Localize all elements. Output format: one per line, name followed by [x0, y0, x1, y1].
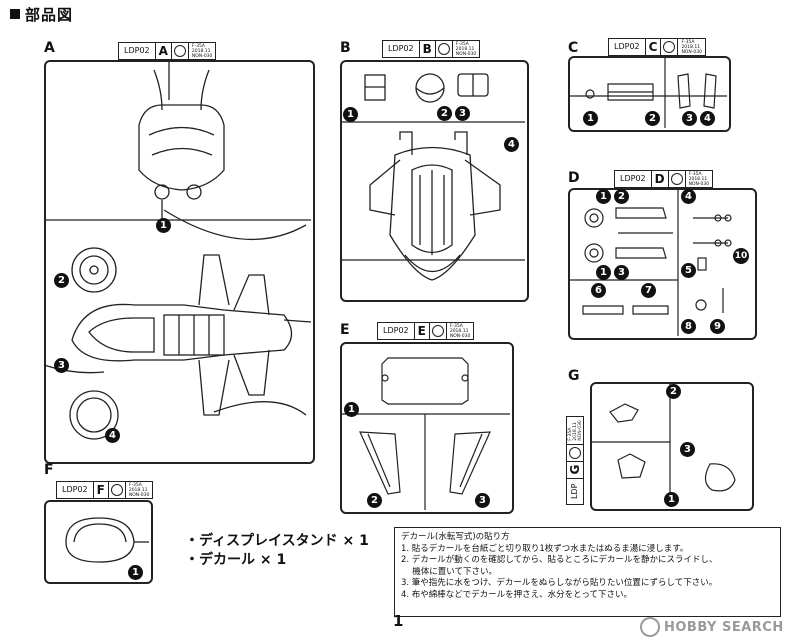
runner-f-drawing — [65, 517, 149, 563]
part-d-4: 4 — [681, 189, 696, 204]
part-d-9: 9 — [710, 319, 725, 334]
part-e-3: 3 — [475, 493, 490, 508]
part-d-1b: 1 — [596, 265, 611, 280]
maker-logo-icon — [567, 443, 583, 461]
maker-logo-icon — [172, 43, 189, 59]
decal-step: 3. 筆や指先に水をつけ、デカールをぬらしながら貼りたい位置にずらして下さい。 — [401, 578, 718, 588]
included-items: ・ディスプレイスタンド × 1 ・デカール × 1 — [185, 532, 369, 570]
runner-c-drawing — [568, 56, 727, 128]
part-f-1: 1 — [128, 565, 143, 580]
runner-b-drawing — [340, 73, 525, 281]
part-b-3: 3 — [455, 106, 470, 121]
decal-step: 機体に置いて下さい。 — [401, 566, 497, 577]
item-decal: ・デカール × 1 — [185, 552, 287, 568]
runner-d-drawing — [568, 188, 732, 336]
page-title: 部品図 — [10, 4, 73, 25]
part-c-4: 4 — [700, 111, 715, 126]
part-g-3: 3 — [680, 442, 695, 457]
part-c-2: 2 — [645, 111, 660, 126]
part-a-1: 1 — [156, 218, 171, 233]
part-g-1: 1 — [664, 492, 679, 507]
decal-instructions-title: デカール(水転写式)の貼り方 — [401, 532, 510, 542]
decal-instructions: デカール(水転写式)の貼り方 1. 貼るデカールを台紙ごと切り取り1枚ずつ水また… — [394, 527, 781, 617]
runner-g-label: G — [568, 368, 580, 384]
maker-logo-icon — [109, 482, 126, 498]
runner-g-drawing — [590, 382, 736, 507]
part-d-6: 6 — [591, 283, 606, 298]
part-a-4: 4 — [105, 428, 120, 443]
part-d-5: 5 — [681, 263, 696, 278]
maker-logo-icon — [661, 39, 679, 55]
part-b-4: 4 — [504, 137, 519, 152]
item-display-stand: ・ディスプレイスタンド × 1 — [185, 533, 369, 549]
runner-a-label: A — [44, 40, 55, 56]
part-d-8: 8 — [681, 319, 696, 334]
part-d-1: 1 — [596, 189, 611, 204]
decal-step: 1. 貼るデカールを台紙ごと切り取り1枚ずつ水またはぬるま湯に浸します。 — [401, 543, 689, 554]
part-d-3: 3 — [614, 265, 629, 280]
part-e-1: 1 — [344, 402, 359, 417]
part-d-10: 10 — [733, 248, 749, 264]
maker-logo-icon — [430, 323, 447, 339]
watermark: HOBBY SEARCH — [640, 617, 784, 637]
maker-logo-icon — [669, 171, 686, 187]
watermark-logo-icon — [640, 617, 660, 637]
runner-a-drawing — [43, 60, 312, 440]
runner-c-label: C — [568, 40, 579, 56]
runner-d-label: D — [568, 170, 580, 186]
decal-step: 4. 布や綿棒などでデカールを押さえ、水分をとって下さい。 — [401, 589, 632, 600]
bullet-square-icon — [10, 9, 20, 19]
part-d-7: 7 — [641, 283, 656, 298]
runner-e-drawing — [340, 357, 510, 510]
part-c-3: 3 — [682, 111, 697, 126]
part-a-2: 2 — [54, 273, 69, 288]
page-number: 1 — [393, 612, 404, 630]
part-e-2: 2 — [367, 493, 382, 508]
part-g-2: 2 — [666, 384, 681, 399]
part-a-3: 3 — [54, 358, 69, 373]
decal-step: 2. デカールが動くのを確認してから、貼るところにデカールを静かにスライドし、 — [401, 555, 718, 565]
runner-e-frame — [340, 342, 514, 514]
part-b-2: 2 — [437, 106, 452, 121]
maker-logo-icon — [436, 41, 453, 57]
runner-e-label: E — [340, 322, 350, 338]
runner-d-frame — [568, 188, 757, 340]
runner-b-label: B — [340, 40, 351, 56]
part-d-2: 2 — [614, 189, 629, 204]
runner-f-label: F — [44, 462, 54, 478]
part-c-1: 1 — [583, 111, 598, 126]
part-b-1: 1 — [343, 107, 358, 122]
